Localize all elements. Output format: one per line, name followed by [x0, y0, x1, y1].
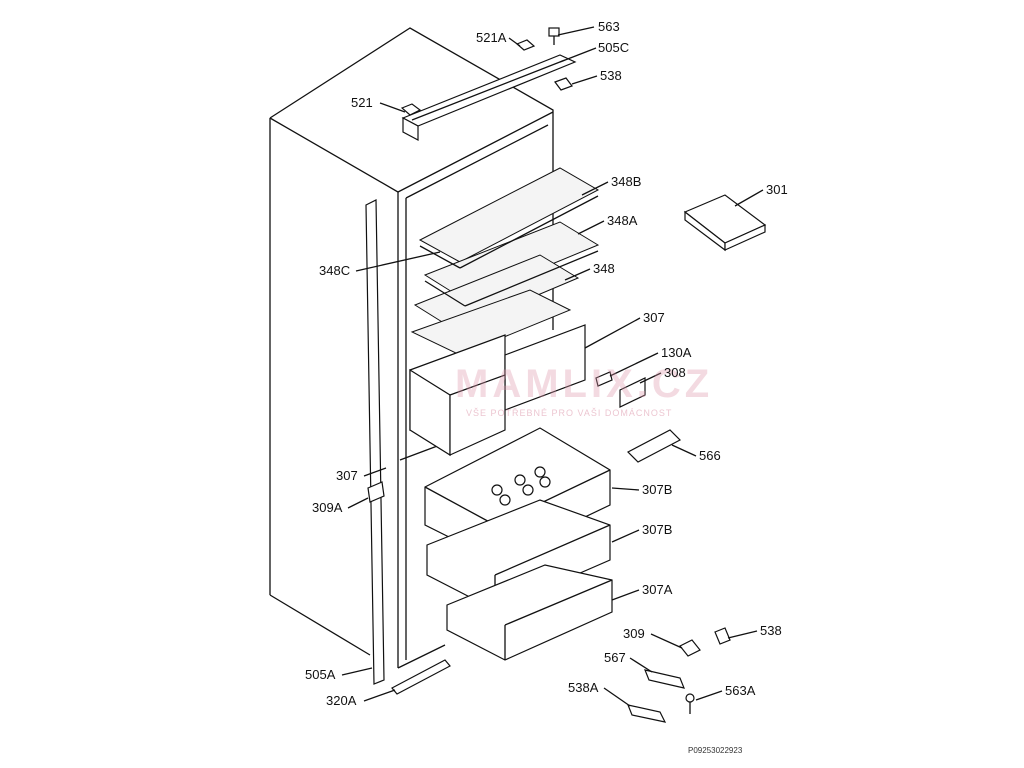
glass-shelves: [410, 167, 600, 356]
label-309: 309: [623, 626, 645, 641]
label-309a: 309A: [312, 500, 343, 515]
hinge-rail-505c: [400, 27, 577, 141]
label-308: 308: [664, 365, 686, 380]
label-538a: 538A: [568, 680, 599, 695]
leader-lines: [341, 26, 764, 707]
freezer-drawers: [424, 427, 613, 661]
label-307-top: 307: [643, 310, 665, 325]
label-307a: 307A: [642, 582, 673, 597]
label-307-left: 307: [336, 468, 358, 483]
label-348b: 348B: [611, 174, 642, 189]
watermark-tagline: VŠE POTŘEBNÉ PRO VAŠI DOMÁCNOST: [466, 408, 673, 418]
label-538-top: 538: [600, 68, 622, 83]
label-320a: 320A: [326, 693, 357, 708]
label-505a: 505A: [305, 667, 336, 682]
label-348: 348: [593, 261, 615, 276]
label-566: 566: [699, 448, 721, 463]
label-348c: 348C: [319, 263, 351, 278]
drawing-code: P09253022923: [688, 746, 743, 755]
small-parts: [367, 371, 731, 723]
label-563: 563: [598, 19, 620, 34]
label-563a: 563A: [725, 683, 756, 698]
door-seal-505a: [365, 199, 385, 685]
ice-cube-tray: [683, 194, 767, 252]
crisper-boxes: [409, 324, 586, 457]
label-130a: 130A: [661, 345, 692, 360]
label-505c: 505C: [598, 40, 630, 55]
label-567: 567: [604, 650, 626, 665]
label-521a: 521A: [476, 30, 507, 45]
label-521: 521: [351, 95, 373, 110]
label-307b-upper: 307B: [642, 482, 673, 497]
label-301: 301: [766, 182, 788, 197]
label-348a: 348A: [607, 213, 638, 228]
label-538-bottom: 538: [760, 623, 782, 638]
label-307b-lower: 307B: [642, 522, 673, 537]
watermark-brand: MAMLIX.CZ: [455, 362, 714, 406]
